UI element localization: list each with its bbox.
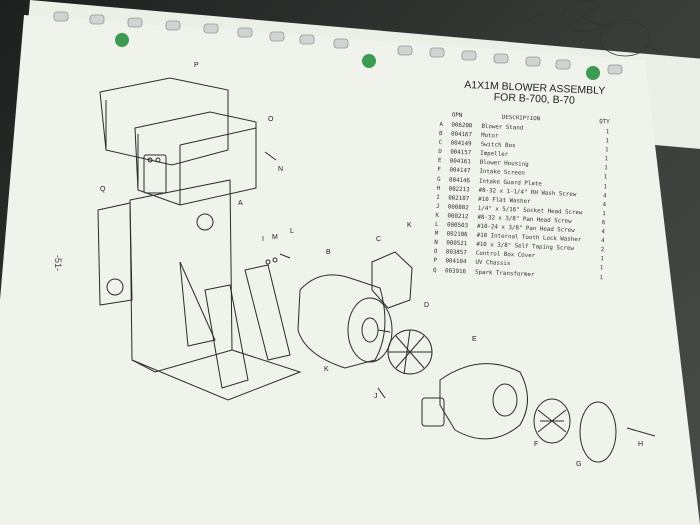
callout-i: I xyxy=(262,236,264,243)
part-letter: I xyxy=(436,194,440,201)
blower-housing-part xyxy=(439,363,528,440)
part-letter: K xyxy=(435,212,440,219)
part-letter: B xyxy=(438,131,443,138)
part-letter: M xyxy=(434,231,439,238)
page-number: -51- xyxy=(53,254,64,272)
callout-a: A xyxy=(238,200,243,207)
part-letter: O xyxy=(433,249,438,256)
part-letter: G xyxy=(436,176,441,183)
green-tabs xyxy=(115,33,600,80)
part-letter: N xyxy=(434,240,438,247)
part-opn: 003916 xyxy=(444,267,467,275)
part-letter: E xyxy=(437,158,442,165)
col-opn: OPN xyxy=(451,112,463,119)
callout-o: O xyxy=(268,116,274,123)
blower-stand-part xyxy=(129,179,233,373)
part-letter: J xyxy=(435,203,440,210)
callout-g: G xyxy=(576,461,582,468)
callout-j: J xyxy=(374,393,378,400)
callout-b: B xyxy=(326,249,331,256)
callout-d: D xyxy=(424,302,430,309)
spiral-binding xyxy=(53,11,623,75)
underlying-page-drawing xyxy=(494,0,661,57)
impeller-part xyxy=(387,329,433,375)
motor-part xyxy=(297,274,386,369)
blower-assembly-diagram xyxy=(97,77,656,463)
paper-sheet xyxy=(0,15,700,525)
switch-box-part xyxy=(371,251,413,309)
callout-l: L xyxy=(290,228,294,235)
callout-h: H xyxy=(638,441,644,448)
part-letter: H xyxy=(436,185,441,192)
screw-j xyxy=(377,387,386,399)
screw-l xyxy=(279,253,291,259)
part-letter: A xyxy=(439,121,444,129)
part-letter: P xyxy=(433,258,438,265)
callout-k-top: K xyxy=(407,222,412,229)
callout-k-bottom: K xyxy=(324,366,329,373)
callout-c: C xyxy=(376,236,382,243)
screw-n xyxy=(264,151,277,161)
screw-h xyxy=(626,427,656,437)
part-letter: Q xyxy=(432,267,437,274)
part-qty: 1 xyxy=(599,274,604,281)
part-letter: D xyxy=(438,149,442,156)
callout-n: N xyxy=(278,166,284,173)
callout-f: F xyxy=(534,441,539,448)
spark-transformer-part xyxy=(97,202,133,306)
col-qty: QTY xyxy=(599,118,610,126)
callout-m: M xyxy=(272,234,278,241)
intake-screen-part xyxy=(533,398,571,444)
part-letter: F xyxy=(437,167,442,174)
callout-e: E xyxy=(472,336,477,343)
callout-p: P xyxy=(194,62,199,69)
intake-guard-plate-part xyxy=(579,401,617,463)
callout-q: Q xyxy=(100,186,106,193)
